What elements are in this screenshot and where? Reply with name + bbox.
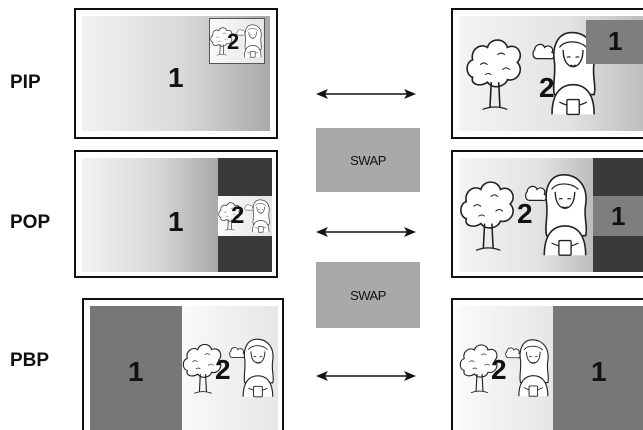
pip-swapped-main-number: 2 bbox=[539, 74, 555, 102]
pbp-sub-number: 2 bbox=[215, 356, 231, 384]
pip-sub-picture: 2 bbox=[209, 18, 265, 64]
pip-main-number: 1 bbox=[168, 64, 184, 92]
mode-label-pop: POP bbox=[10, 212, 50, 234]
pop-swapped-screen: 2 1 bbox=[451, 150, 643, 278]
mode-label-pip: PIP bbox=[10, 72, 41, 94]
double-arrow-icon bbox=[316, 88, 416, 100]
pip-swapped-screen: 2 1 bbox=[451, 8, 643, 139]
pbp-right-picture: 2 bbox=[182, 306, 278, 430]
pop-main-number: 1 bbox=[168, 208, 184, 236]
pip-swapped-sub-picture: 1 bbox=[586, 20, 643, 64]
pop-swapped-sub-number: 1 bbox=[611, 203, 625, 229]
pbp-swapped-screen: 2 1 bbox=[451, 298, 643, 430]
pbp-swapped-sub-number: 1 bbox=[591, 358, 607, 386]
pop-normal-screen: 1 2 bbox=[74, 150, 278, 278]
pbp-swapped-main-number: 2 bbox=[491, 356, 507, 384]
pop-side-panel-bottom bbox=[218, 236, 272, 272]
swap-button[interactable]: SWAP bbox=[316, 262, 420, 328]
pop-sub-number: 2 bbox=[231, 204, 244, 228]
mode-label-pbp: PBP bbox=[10, 350, 49, 372]
pbp-left-picture: 1 bbox=[90, 306, 182, 430]
pbp-swapped-left-picture: 2 bbox=[459, 306, 553, 430]
scene-illustration bbox=[218, 196, 272, 236]
pop-swapped-main-picture: 2 bbox=[459, 158, 593, 272]
pbp-swapped-right-picture: 1 bbox=[553, 306, 643, 430]
pip-normal-screen: 1 2 bbox=[74, 8, 278, 139]
pbp-main-number: 1 bbox=[128, 358, 144, 386]
double-arrow-icon bbox=[316, 226, 416, 238]
pop-swapped-side-bottom bbox=[593, 236, 643, 272]
pop-side-panel-top bbox=[218, 158, 272, 196]
swap-button[interactable]: SWAP bbox=[316, 128, 420, 192]
pbp-normal-screen: 1 2 bbox=[82, 298, 284, 430]
pop-swapped-main-number: 2 bbox=[517, 200, 533, 228]
pip-sub-number: 2 bbox=[227, 31, 239, 53]
pop-swapped-sub-picture: 1 bbox=[593, 196, 643, 236]
pip-swapped-sub-number: 1 bbox=[608, 28, 622, 54]
double-arrow-icon bbox=[316, 370, 416, 382]
pop-swapped-side-top bbox=[593, 158, 643, 196]
pop-main-picture: 1 bbox=[82, 158, 218, 272]
pop-sub-picture: 2 bbox=[218, 196, 272, 236]
